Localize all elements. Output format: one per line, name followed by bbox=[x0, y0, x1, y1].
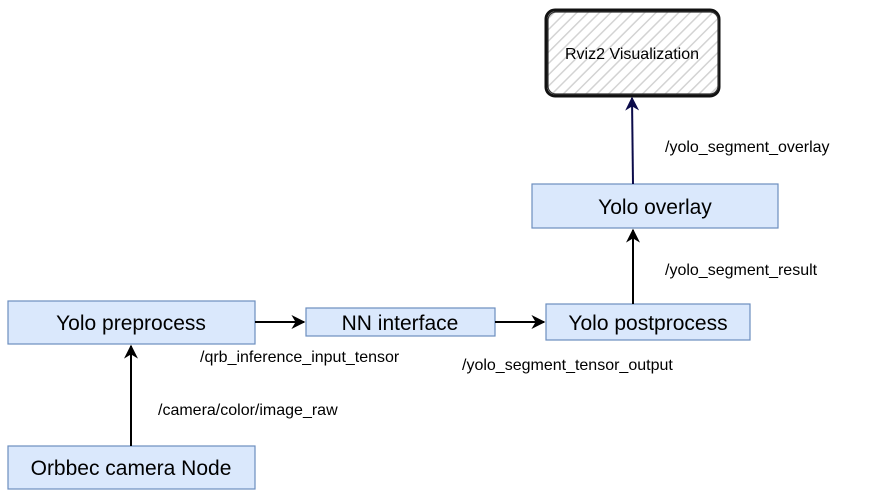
topic-label-camera: /camera/color/image_raw bbox=[158, 402, 338, 419]
yolo-postprocess-node: Yolo postprocess bbox=[545, 303, 751, 341]
orbbec-camera-node: Orbbec camera Node bbox=[7, 445, 256, 490]
nn-interface-label: NN interface bbox=[342, 312, 459, 335]
topic-label-segment-result: /yolo_segment_result bbox=[665, 262, 818, 279]
yolo-postprocess-label: Yolo postprocess bbox=[568, 312, 727, 335]
edge-overlay-to-rviz bbox=[625, 96, 640, 185]
rviz-node: Rviz2 Visualization bbox=[544, 8, 721, 98]
orbbec-camera-label: Orbbec camera Node bbox=[31, 457, 232, 480]
rviz-node-label: Rviz2 Visualization bbox=[565, 46, 699, 63]
yolo-preprocess-label: Yolo preprocess bbox=[56, 312, 206, 335]
yolo-overlay-label: Yolo overlay bbox=[598, 196, 712, 219]
nn-interface-node: NN interface bbox=[305, 307, 496, 337]
yolo-preprocess-node: Yolo preprocess bbox=[7, 300, 256, 345]
topic-label-segment-overlay: /yolo_segment_overlay bbox=[665, 139, 830, 156]
yolo-overlay-node: Yolo overlay bbox=[531, 183, 779, 229]
topic-label-tensor-output: /yolo_segment_tensor_output bbox=[462, 357, 673, 374]
topic-label-inference-input: /qrb_inference_input_tensor bbox=[200, 349, 400, 366]
